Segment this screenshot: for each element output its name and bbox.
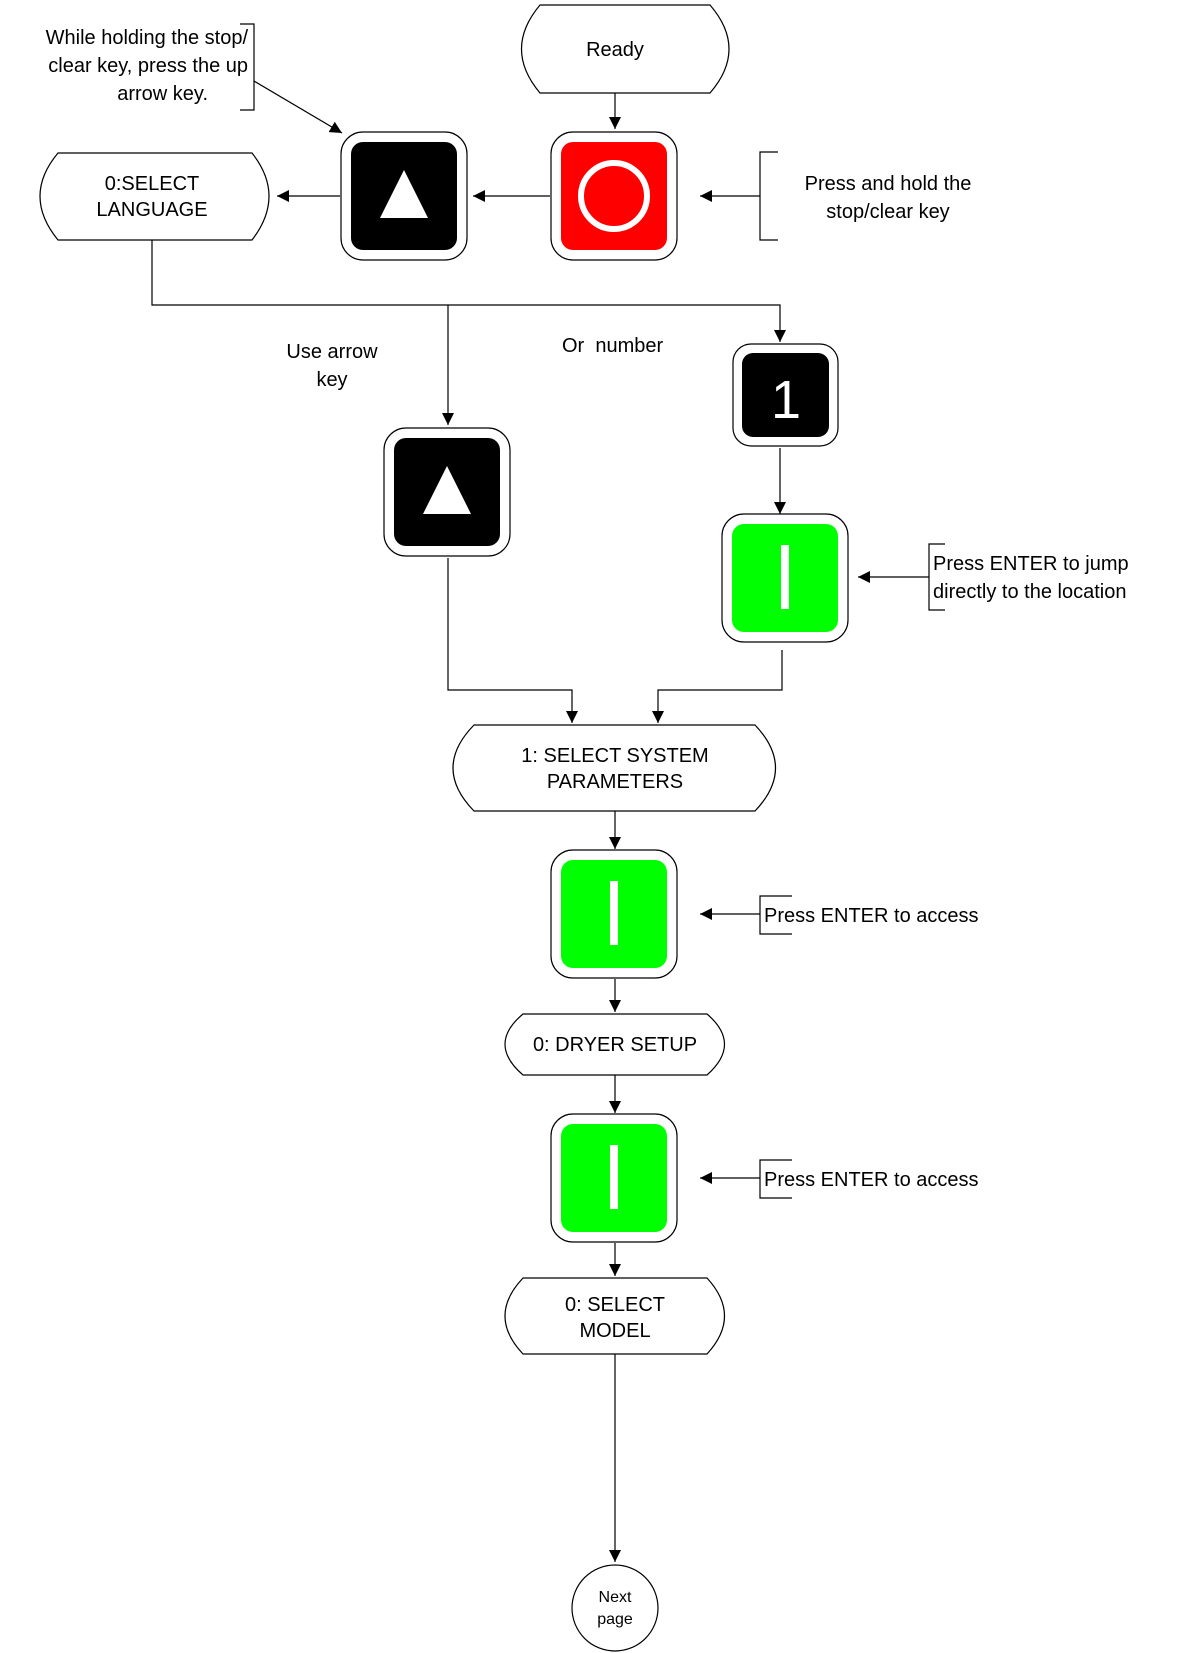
note-press-hold-stop-line-1: Press and hold the: [805, 173, 972, 195]
note-use-arrow-key-line-2: key: [316, 369, 347, 391]
note-press-enter-access-2: Press ENTER to access: [759, 1159, 979, 1199]
note-press-enter-access-2-label: Press ENTER to access: [764, 1169, 979, 1191]
node-select-model: 0: SELECT MODEL: [504, 1277, 726, 1355]
note-use-arrow-key-line-1: Use arrow: [286, 341, 378, 363]
node-select-system-parameters: 1: SELECT SYSTEM PARAMETERS: [452, 724, 776, 812]
connector-enter-to-params: [652, 650, 783, 723]
note-press-hold-stop: Press and hold the stop/clear key: [759, 151, 972, 241]
note-press-enter-jump-line-1: Press ENTER to jump: [933, 553, 1129, 575]
next-page-line-1: Next: [599, 1589, 632, 1606]
up-arrow-key-top: [340, 131, 468, 261]
node-select-language: 0:SELECT LANGUAGE: [39, 152, 270, 241]
note-or-number: Or number: [562, 335, 663, 357]
enter-key-jump: [721, 513, 849, 643]
note-hold-up-arrow-line-1: While holding the stop/: [46, 27, 249, 49]
select-language-line-2: LANGUAGE: [96, 199, 207, 221]
stop-clear-key: [550, 131, 678, 261]
select-system-parameters-line-1: 1: SELECT SYSTEM: [521, 745, 708, 767]
connector-arrow-key-to-params: [447, 558, 578, 723]
note-press-hold-stop-line-2: stop/clear key: [826, 201, 949, 223]
up-triangle-icon: [423, 466, 471, 514]
note-press-enter-jump: Press ENTER to jump directly to the loca…: [928, 543, 1129, 611]
enter-key-access-2: [550, 1113, 678, 1243]
note-hold-up-arrow: While holding the stop/ clear key, press…: [46, 23, 255, 111]
dryer-setup-label: 0: DRYER SETUP: [533, 1034, 697, 1056]
enter-key-access-1: [550, 849, 678, 979]
connector-language-branch: [151, 240, 786, 342]
note-press-enter-jump-line-2: directly to the location: [933, 581, 1126, 603]
node-next-page: Next page: [571, 1564, 659, 1652]
select-model-line-1: 0: SELECT: [565, 1294, 665, 1316]
ready-label: Ready: [586, 39, 644, 61]
enter-bar-icon: [610, 881, 618, 945]
up-triangle-icon: [380, 170, 428, 218]
connector-upnote-to-up: [253, 80, 343, 134]
node-ready: Ready: [521, 4, 730, 94]
number-key-1: 1: [732, 343, 839, 447]
note-hold-up-arrow-line-2: clear key, press the up: [48, 55, 248, 77]
stop-key-face: [561, 142, 667, 250]
node-dryer-setup: 0: DRYER SETUP: [504, 1013, 726, 1076]
note-use-arrow-key: Use arrow key: [286, 341, 378, 391]
number-key-label: 1: [771, 370, 801, 430]
note-press-enter-access-1: Press ENTER to access: [759, 895, 979, 935]
select-language-line-1: 0:SELECT: [105, 173, 199, 195]
note-press-enter-access-1-label: Press ENTER to access: [764, 905, 979, 927]
connectors: [151, 80, 929, 1562]
note-hold-up-arrow-line-3: arrow key.: [117, 83, 208, 105]
enter-bar-icon: [781, 545, 789, 609]
enter-bar-icon: [610, 1145, 618, 1209]
select-system-parameters-line-2: PARAMETERS: [547, 771, 683, 793]
next-page-line-2: page: [597, 1611, 633, 1628]
select-model-line-2: MODEL: [579, 1320, 650, 1342]
stop-circle-icon: [578, 160, 650, 232]
up-arrow-key-middle: [383, 427, 511, 557]
